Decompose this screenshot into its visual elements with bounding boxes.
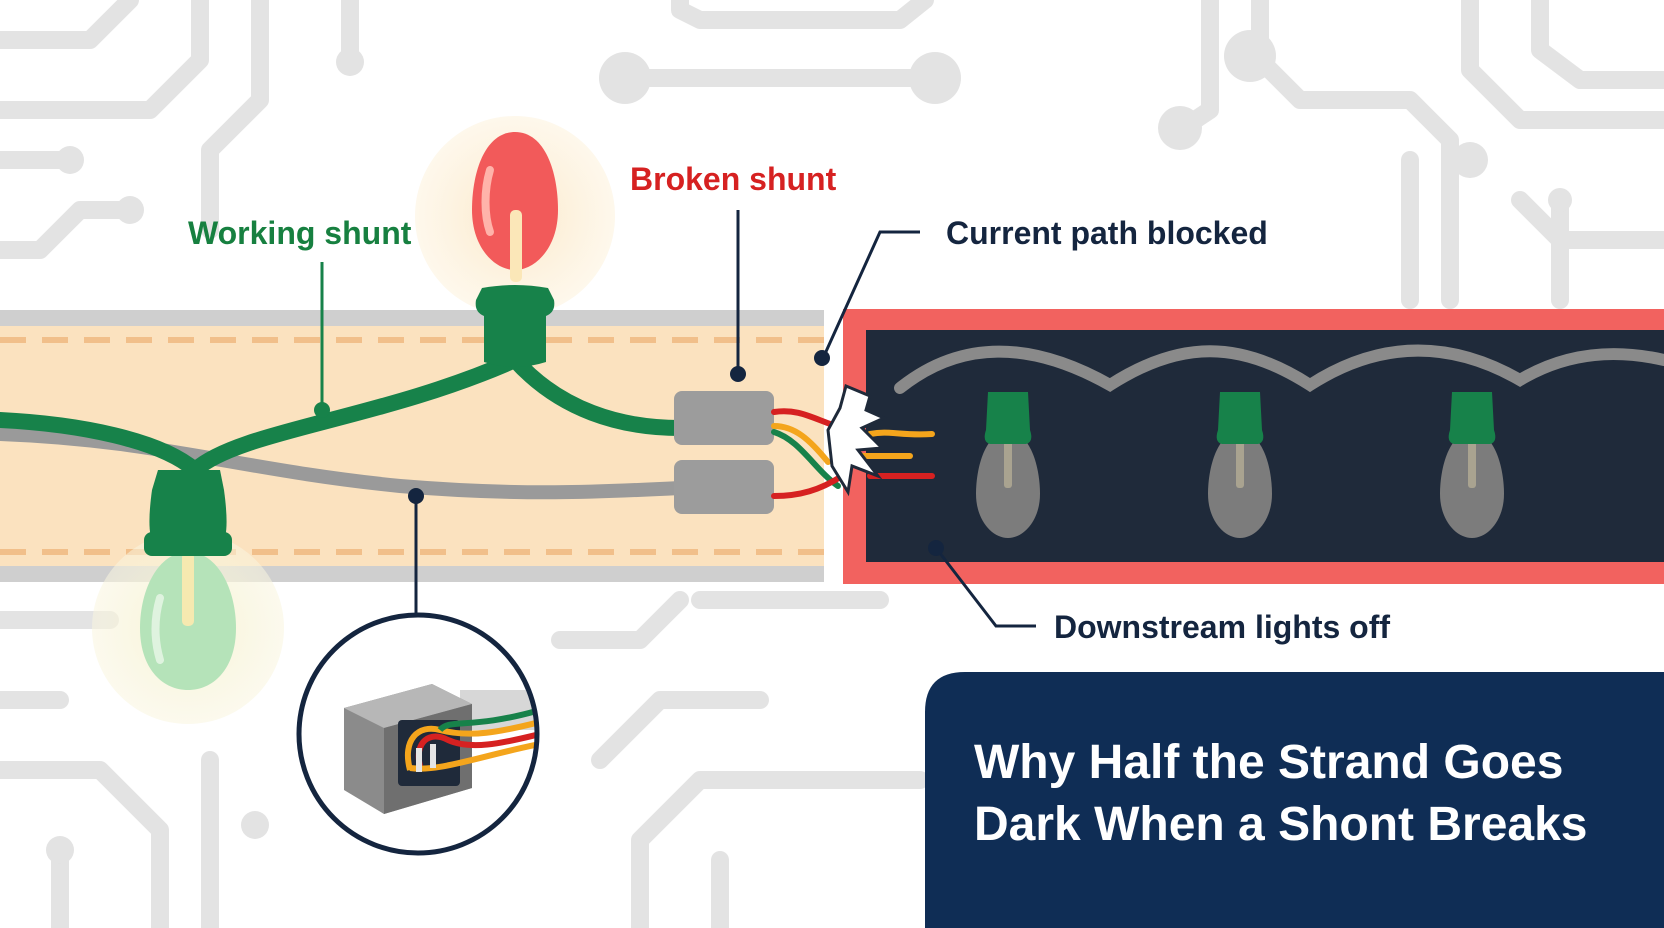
callout-lines bbox=[320, 210, 1036, 628]
green-wire-left bbox=[0, 412, 203, 478]
wires-left bbox=[0, 352, 688, 500]
downstream-leader bbox=[934, 547, 1036, 628]
green-wire-up bbox=[187, 352, 523, 478]
working-strip bbox=[0, 310, 824, 582]
title-line-2: Dark When a Shont Breaks bbox=[974, 798, 1588, 851]
green-wire-right bbox=[507, 352, 688, 436]
title-line-1: Why Half the Strand Goes bbox=[974, 736, 1563, 789]
dark-strand-wire bbox=[894, 344, 1664, 394]
working-shunt-label: Working shunt bbox=[188, 215, 412, 251]
green-bulb-icon bbox=[92, 470, 284, 724]
dark-bulb-1 bbox=[976, 392, 1040, 538]
shunt-closeup-inset bbox=[296, 612, 540, 856]
dark-bulb-2 bbox=[1208, 392, 1272, 538]
red-bulb-icon bbox=[415, 116, 615, 367]
title-box: Why Half the Strand Goes Dark When a Sho… bbox=[925, 672, 1664, 928]
downstream-lights-off-label: Downstream lights off bbox=[1054, 609, 1390, 645]
shunt-connector-icon bbox=[674, 391, 774, 514]
broken-shunt-label: Broken shunt bbox=[630, 161, 837, 197]
spark-icon bbox=[826, 383, 888, 497]
current-blocked-leader bbox=[822, 230, 920, 357]
callout-dots bbox=[314, 350, 944, 556]
current-path-blocked-label: Current path blocked bbox=[946, 215, 1268, 251]
dark-bulb-3 bbox=[1440, 392, 1504, 538]
dark-bulb-icon bbox=[976, 392, 1504, 538]
